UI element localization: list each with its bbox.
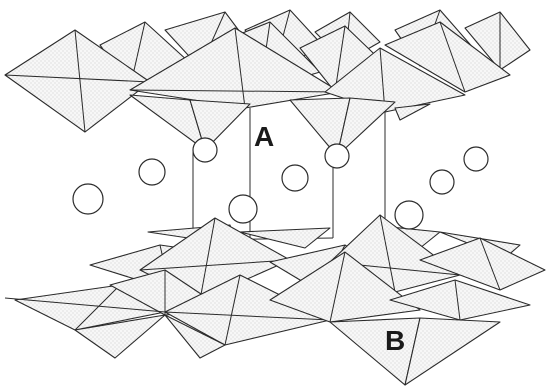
interlayer-atom (281, 164, 309, 192)
lower-front-tetrahedron (269, 251, 421, 323)
lower-inverted-tetrahedron (404, 317, 501, 386)
interlayer-atom (192, 137, 218, 163)
lower-tetrahedron (419, 237, 546, 291)
lower-inverted-tetrahedron (74, 314, 166, 359)
interlayer-atom (394, 200, 424, 230)
lower-front-tetrahedron (389, 279, 531, 321)
upper-sheet-front-row (4, 27, 466, 133)
interlayer-atom (324, 143, 350, 169)
interlayer-atom (429, 169, 455, 195)
interlayer-atom (138, 158, 166, 186)
inverted-tetrahedron (394, 103, 431, 121)
interlayer-atom (463, 146, 489, 172)
upper-sheet-inverted-row (129, 94, 431, 157)
interlayer-atoms (72, 137, 489, 230)
upper-back-tetrahedron (464, 11, 531, 71)
upper-tetrahedron (384, 21, 511, 93)
lower-back-tetrahedron (239, 227, 331, 249)
lower-inverted-tetrahedron (329, 317, 421, 386)
lower-sheet-front-row (14, 251, 531, 346)
lower-inverted-tetrahedron (164, 314, 226, 359)
inverted-tetrahedron (336, 97, 396, 157)
label-b: B (385, 325, 405, 356)
interlayer-atom (228, 194, 258, 224)
label-a: A (254, 121, 274, 152)
interlayer-atom (72, 183, 104, 215)
lower-sheet-inverted-row (4, 297, 501, 386)
